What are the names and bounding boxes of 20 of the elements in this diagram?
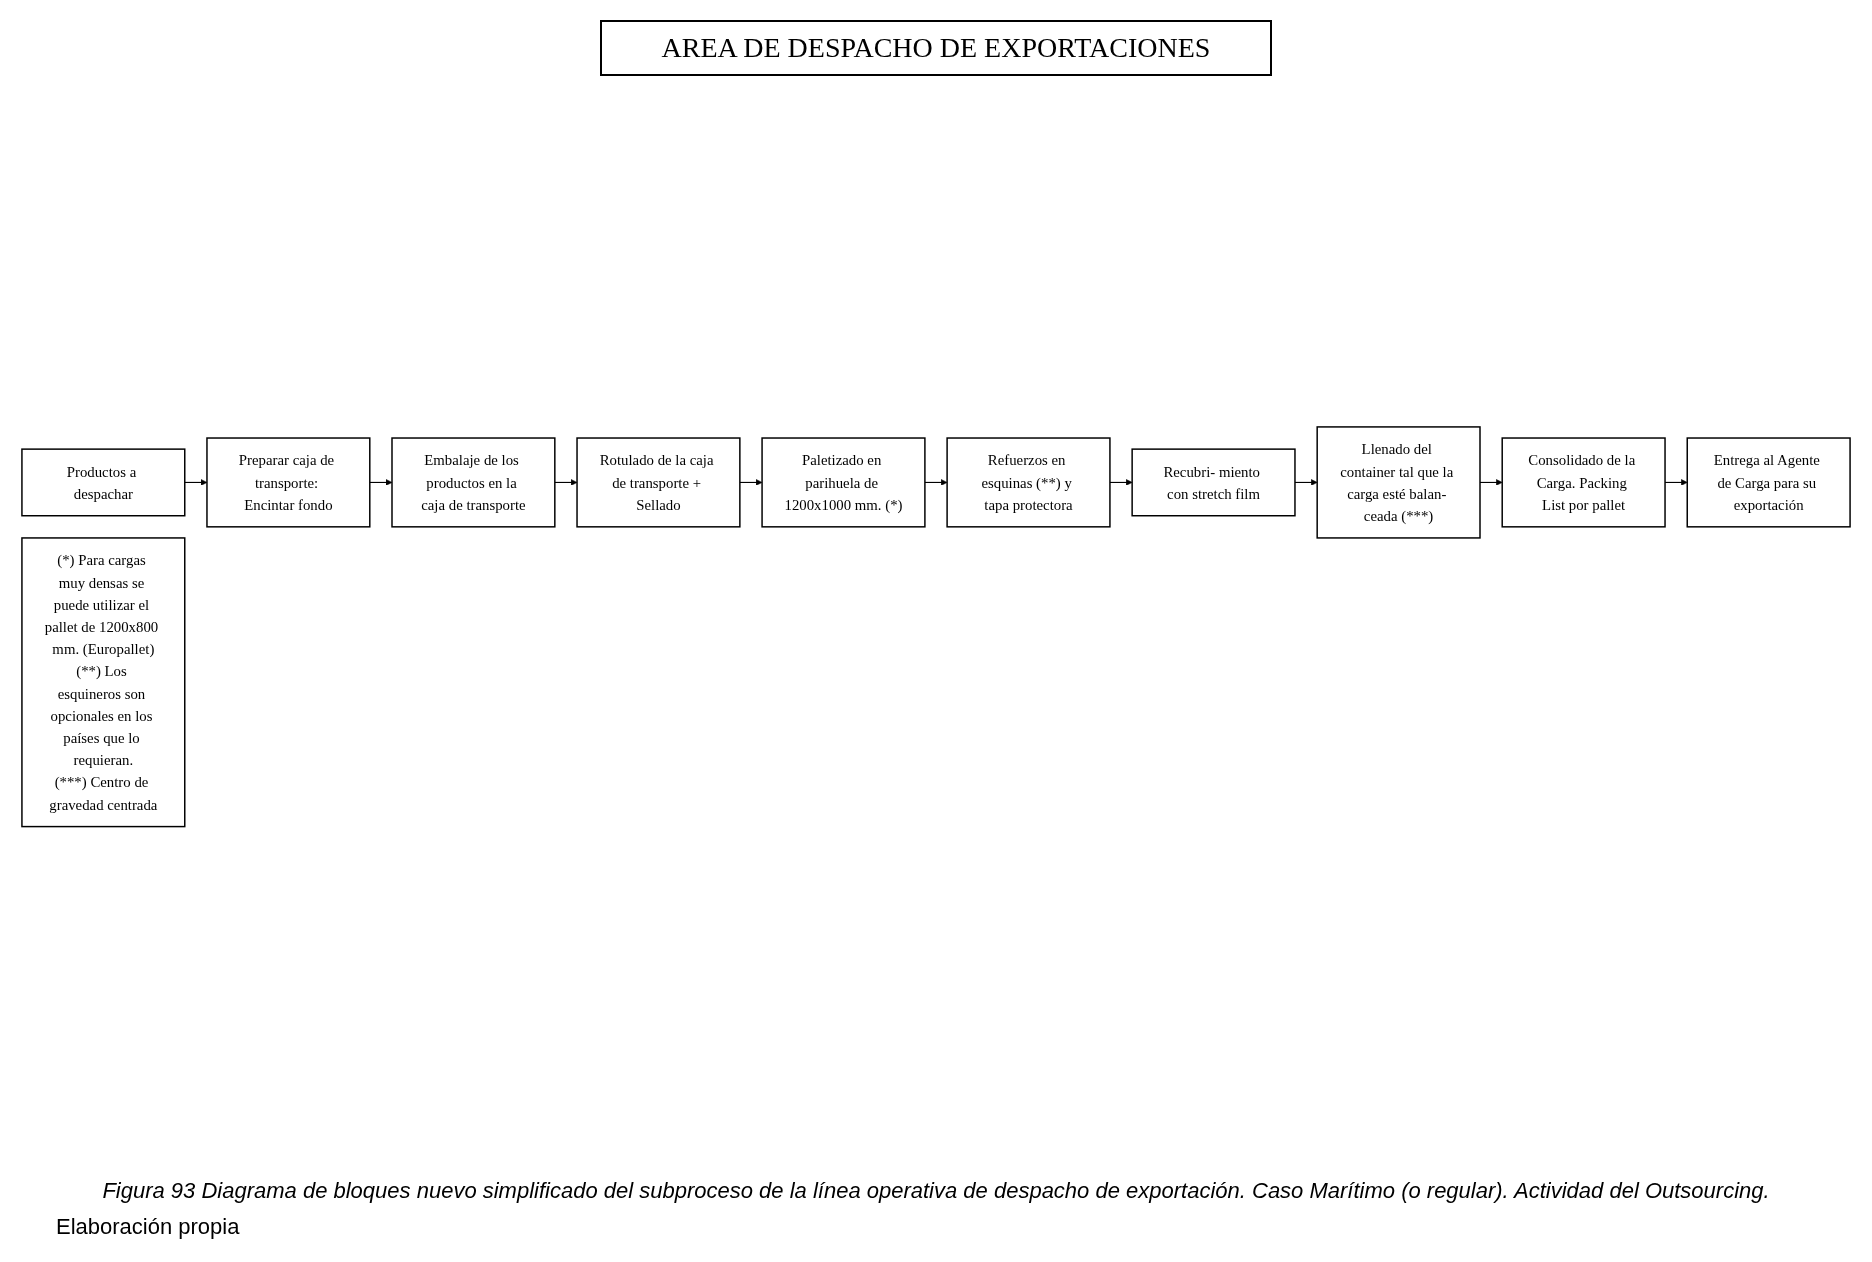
node-box: Paletizado en parihuela de 1200x1000 mm. (*) bbox=[761, 437, 926, 528]
arrow bbox=[369, 479, 393, 486]
arrow bbox=[1294, 479, 1318, 486]
node-box: (*) Para cargas muy densas se puede utilizar el pallet de 1200x800 mm. (Europallet) (**) Los esquineros son opcionales en los países que lo requieran. (***) Centro de gravedad centrada bbox=[21, 537, 186, 828]
arrow bbox=[554, 479, 578, 486]
figure-caption: Figura 93 Diagrama de bloques nuevo simplificado del subproceso de la línea operativa de despacho de exportación. Caso Marítimo (o regular). Actividad del Outsourcing. bbox=[102, 1178, 1770, 1204]
node-box: Entrega al Agente de Carga para su exportación bbox=[1686, 437, 1851, 528]
node-box: Consolidado de la Carga. Packing List por pallet bbox=[1501, 437, 1666, 528]
node-box: Productos a despachar bbox=[21, 448, 186, 517]
title-box: AREA DE DESPACHO DE EXPORTACIONES bbox=[599, 20, 1273, 76]
node-box: Llenado del container tal que la carga esté balan- ceada (***) bbox=[1316, 426, 1481, 539]
node-box: Refuerzos en esquinas (**) y tapa protectora bbox=[946, 437, 1111, 528]
node-box: Preparar caja de transporte: Encintar fondo bbox=[206, 437, 371, 528]
source-note: Elaboración propia bbox=[56, 1214, 240, 1240]
node-box: Embalaje de los productos en la caja de transporte bbox=[391, 437, 556, 528]
arrow bbox=[739, 479, 763, 486]
arrow bbox=[924, 479, 948, 486]
node-box: Rotulado de la caja de transporte + Sellado bbox=[576, 437, 741, 528]
arrow bbox=[1109, 479, 1133, 486]
node-box: Recubri- miento con stretch film bbox=[1131, 448, 1296, 517]
